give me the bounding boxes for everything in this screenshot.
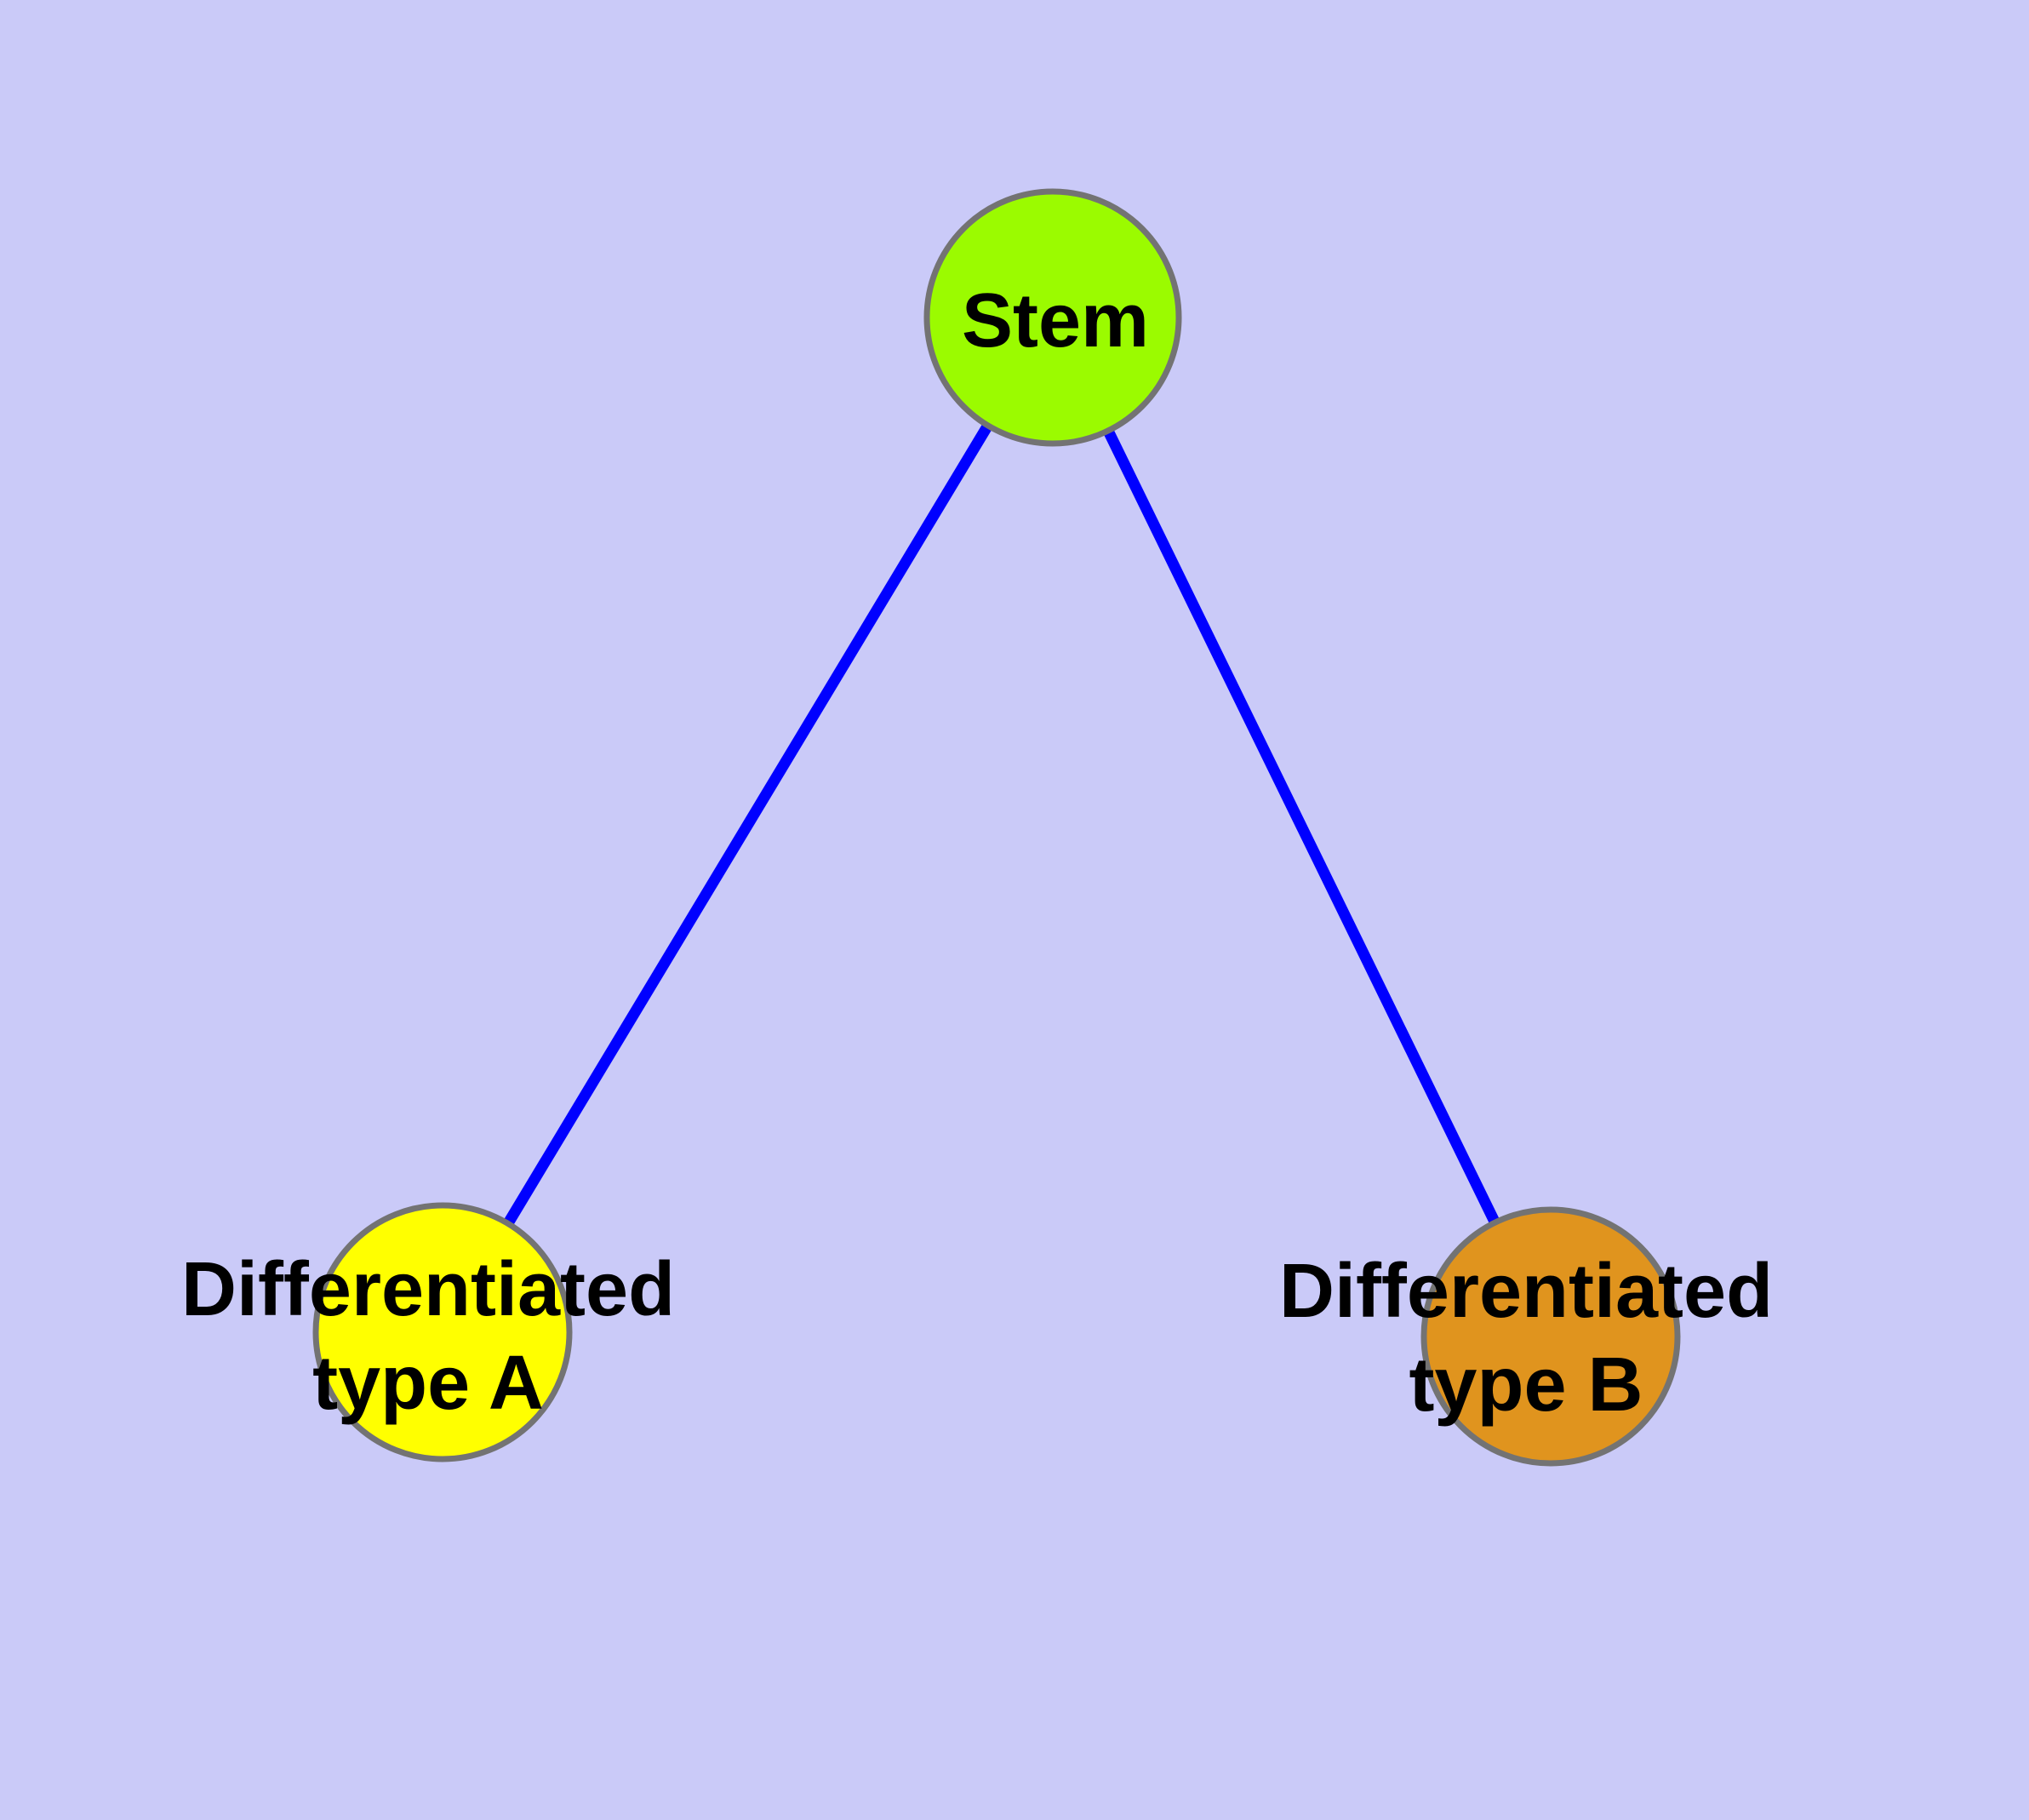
- node-type-a-circle: [312, 1202, 573, 1462]
- node-type-b-label: Differentiated type B: [1279, 1245, 1773, 1432]
- edge-stem-to-type-b: [1048, 315, 1556, 1339]
- node-stem-label: Stem: [961, 278, 1150, 363]
- edge-stem-to-type-a: [437, 314, 1058, 1336]
- node-stem-circle: [923, 188, 1182, 447]
- node-type-a-label-line2: type A: [312, 1341, 544, 1426]
- node-type-b-label-line2: type B: [1409, 1342, 1643, 1428]
- node-type-b-label-line1: Differentiated: [1278, 1249, 1774, 1334]
- node-type-a-label-line1: Differentiated: [180, 1247, 676, 1332]
- node-type-a-label: Differentiated type A: [181, 1243, 675, 1430]
- node-type-b-circle: [1420, 1206, 1681, 1467]
